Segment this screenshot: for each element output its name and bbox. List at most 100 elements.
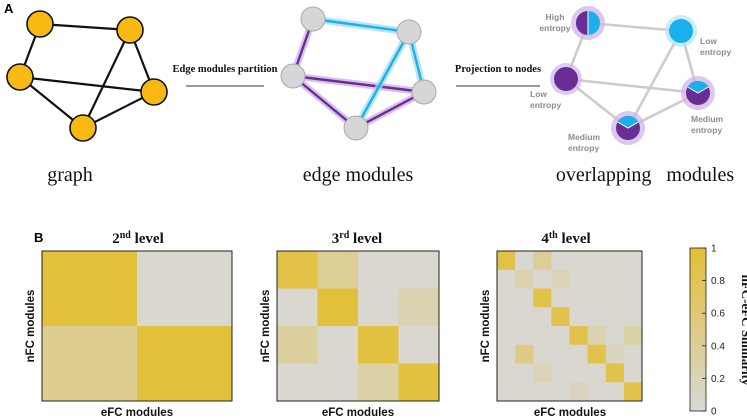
heatmap-cell bbox=[533, 269, 552, 289]
heatmap-level-3: 3rd level eFC modules nFC modules bbox=[260, 230, 440, 419]
graph-edge bbox=[19, 75, 155, 94]
grey-edge bbox=[626, 30, 683, 129]
heatmap-cell bbox=[587, 344, 607, 364]
heatmap-cell bbox=[42, 251, 138, 327]
heatmap-cell bbox=[515, 288, 534, 308]
heatmap-cell bbox=[137, 326, 233, 402]
heatmap-cell bbox=[623, 288, 643, 308]
heatmap-cell bbox=[497, 269, 516, 289]
colorbar-tick-label: 0.2 bbox=[711, 374, 725, 385]
colorbar-tick-label: 0 bbox=[711, 407, 717, 418]
colorbar-tick-label: 0.4 bbox=[711, 341, 725, 352]
heatmap-frame bbox=[496, 250, 643, 402]
heatmap-cell bbox=[569, 307, 588, 327]
blue-module-edge bbox=[312, 17, 410, 34]
low-entropy-purple-node bbox=[550, 63, 582, 95]
node-annotation-line2: entropy bbox=[691, 125, 722, 135]
heatmap-cell bbox=[587, 326, 607, 346]
caption-graph: graph bbox=[47, 164, 93, 186]
graph-node bbox=[116, 16, 144, 44]
heatmap-cell bbox=[42, 326, 138, 402]
heatmap-ylabel: nFC modules bbox=[25, 290, 37, 363]
heatmap-cell bbox=[623, 251, 643, 271]
graph-node bbox=[140, 78, 168, 106]
medium-entropy-bottom-node bbox=[611, 111, 645, 145]
heatmap-cell bbox=[569, 344, 588, 364]
purple-module-edge bbox=[292, 75, 357, 129]
panel-a-label: A bbox=[4, 1, 14, 16]
heatmap-xlabel: eFC modules bbox=[322, 407, 394, 419]
heatmap-cells bbox=[497, 251, 643, 402]
heatmap-cell bbox=[605, 382, 625, 402]
heatmap-cell bbox=[358, 326, 399, 364]
colorbar-label: nFC-eFC Similarity bbox=[739, 275, 747, 386]
colorbar-tick-label: 0.6 bbox=[711, 309, 725, 320]
heatmap-cell bbox=[277, 363, 318, 402]
node-annotation-line1: Low bbox=[530, 89, 547, 99]
heatmap-cell bbox=[605, 344, 625, 364]
heatmap-cell bbox=[533, 326, 552, 346]
heatmap-cell bbox=[587, 307, 607, 327]
heatmap-cell bbox=[277, 288, 318, 327]
overlapping-modules-diagram: High entropy Low entropy Low entropy Med… bbox=[530, 6, 731, 153]
heatmap-cell bbox=[515, 269, 534, 289]
caption-edge-modules: edge modules bbox=[303, 164, 414, 186]
colorbar: 00.20.40.60.81 nFC-eFC Similarity bbox=[689, 244, 747, 418]
heatmap-cell bbox=[497, 251, 516, 271]
heatmap-cell bbox=[497, 326, 516, 346]
heatmap-cell bbox=[605, 288, 625, 308]
heatmap-cell bbox=[515, 251, 534, 271]
heatmap-cell bbox=[623, 269, 643, 289]
heatmap-cell bbox=[551, 288, 570, 308]
grey-node bbox=[300, 6, 326, 32]
heatmap-cell bbox=[497, 288, 516, 308]
heatmap-cell bbox=[551, 307, 570, 327]
heatmap-cell bbox=[497, 382, 516, 402]
low-entropy-blue-node bbox=[665, 15, 697, 47]
heatmap-cell bbox=[551, 269, 570, 289]
heatmap-cell bbox=[533, 288, 552, 308]
grey-edge bbox=[565, 77, 699, 95]
heatmap-cell bbox=[623, 326, 643, 346]
node-annotation-line2: entropy bbox=[530, 100, 561, 110]
heatmap-cell bbox=[605, 363, 625, 383]
heatmap-cell bbox=[623, 307, 643, 327]
heatmap-cell bbox=[358, 363, 399, 402]
node-annotation-line1: Low bbox=[700, 36, 717, 46]
heatmap-title: 2nd level bbox=[112, 230, 164, 248]
heatmap-cell bbox=[623, 344, 643, 364]
heatmap-cell bbox=[569, 382, 588, 402]
heatmap-cell bbox=[398, 288, 440, 327]
blue-module-edge bbox=[354, 31, 411, 129]
partition-arrow-label: Edge modules partition bbox=[172, 64, 277, 75]
heatmap-cell bbox=[317, 288, 359, 327]
caption-overlapping-modules: overlapping modules bbox=[556, 164, 735, 186]
heatmap-cell bbox=[551, 344, 570, 364]
heatmap-cell bbox=[398, 363, 440, 402]
heatmap-cell bbox=[605, 307, 625, 327]
edge-modules-diagram bbox=[280, 6, 437, 141]
heatmap-cell bbox=[551, 326, 570, 346]
heatmap-cell bbox=[569, 326, 588, 346]
heatmap-title: 4th level bbox=[541, 230, 590, 248]
node-annotation-line1: Medium bbox=[691, 114, 724, 124]
projection-arrow-label: Projection to nodes bbox=[455, 64, 541, 75]
heatmap-cell bbox=[551, 251, 570, 271]
heatmap-cell bbox=[497, 344, 516, 364]
colorbar-gradient bbox=[689, 247, 707, 412]
heatmap-level-4: 4th level eFC modules nFC modules bbox=[480, 230, 643, 419]
grey-node bbox=[280, 63, 306, 89]
heatmap-cell bbox=[317, 251, 359, 289]
node-annotation-line1: High bbox=[546, 12, 565, 22]
heatmap-cell bbox=[587, 363, 607, 383]
panel-b-label: B bbox=[34, 230, 43, 245]
heatmap-cell bbox=[569, 251, 588, 271]
graph-node bbox=[26, 10, 54, 38]
node-annotation-line1: Medium bbox=[568, 132, 601, 142]
heatmap-cell bbox=[533, 307, 552, 327]
heatmap-cell bbox=[587, 269, 607, 289]
heatmap-ylabel: nFC modules bbox=[260, 290, 272, 363]
heatmap-cell bbox=[605, 269, 625, 289]
purple-module-edge bbox=[292, 74, 425, 94]
